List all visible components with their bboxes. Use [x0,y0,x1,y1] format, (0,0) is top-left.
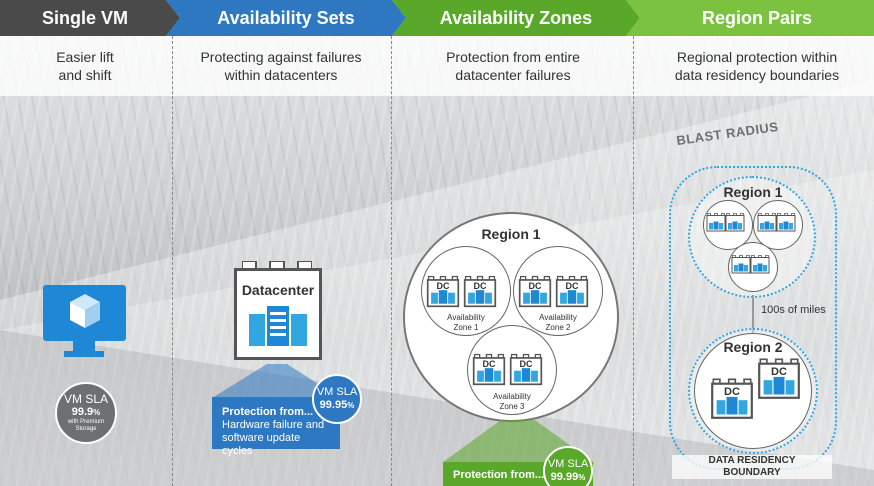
vm-cube-icon [70,294,100,328]
monitor-base [64,351,104,357]
column-divider [633,36,634,486]
region1-datacenter-icon [706,212,726,237]
header-availability-sets: Availability Sets [217,7,355,28]
monitor-stand [73,341,95,352]
zone-datacenter-icon: DC [426,274,460,313]
header-region-pairs: Region Pairs [701,7,813,28]
distance-label: 100s of miles [761,304,826,316]
pairs-region2-label: Region 2 [723,339,783,355]
dc-label: DC [565,281,579,291]
region1-datacenter-icon [725,212,745,237]
dc-label: DC [473,281,487,291]
zone-datacenter-icon: DC [472,352,506,391]
region2-datacenter-icon: DC [757,356,801,405]
region1-datacenter-icon [776,212,796,237]
column-divider [391,36,392,486]
zones-region-label: Region 1 [481,226,541,242]
zone-datacenter-icon: DC [555,274,589,313]
dc-label: DC [771,366,787,378]
pairs-region1-label: Region 1 [723,184,783,200]
tier-header: Single VM Availability Sets Availability… [0,0,874,36]
dc-label: DC [528,281,542,291]
description-band [0,36,874,96]
sets-sla-badge: VM SLA 99.95% [312,374,362,424]
header-chevrons [0,0,874,36]
region1-datacenter-icon [731,254,751,279]
single-vm-sla-badge: VM SLA 99.9% with Premium Storage [55,382,117,444]
dc-label: DC [724,386,740,398]
header-availability-zones: Availability Zones [439,7,593,28]
region1-datacenter-icon [757,212,777,237]
dc-label: DC [436,281,450,291]
datacenter-roof-icon [242,261,312,271]
server-rack-icon [249,306,307,346]
zones-sla-badge: VM SLA 99.99% [543,446,593,486]
region-link-line [752,295,754,335]
region2-datacenter-icon: DC [710,376,754,425]
header-single-vm: Single VM [41,7,128,28]
sets-callout-wedge [212,364,340,398]
zone-datacenter-icon: DC [509,352,543,391]
dc-label: DC [482,359,496,369]
zone-datacenter-icon: DC [518,274,552,313]
region1-datacenter-icon [750,254,770,279]
datacenter-label: Datacenter [241,282,315,298]
zone-datacenter-icon: DC [463,274,497,313]
dc-label: DC [519,359,533,369]
column-divider [172,36,173,486]
